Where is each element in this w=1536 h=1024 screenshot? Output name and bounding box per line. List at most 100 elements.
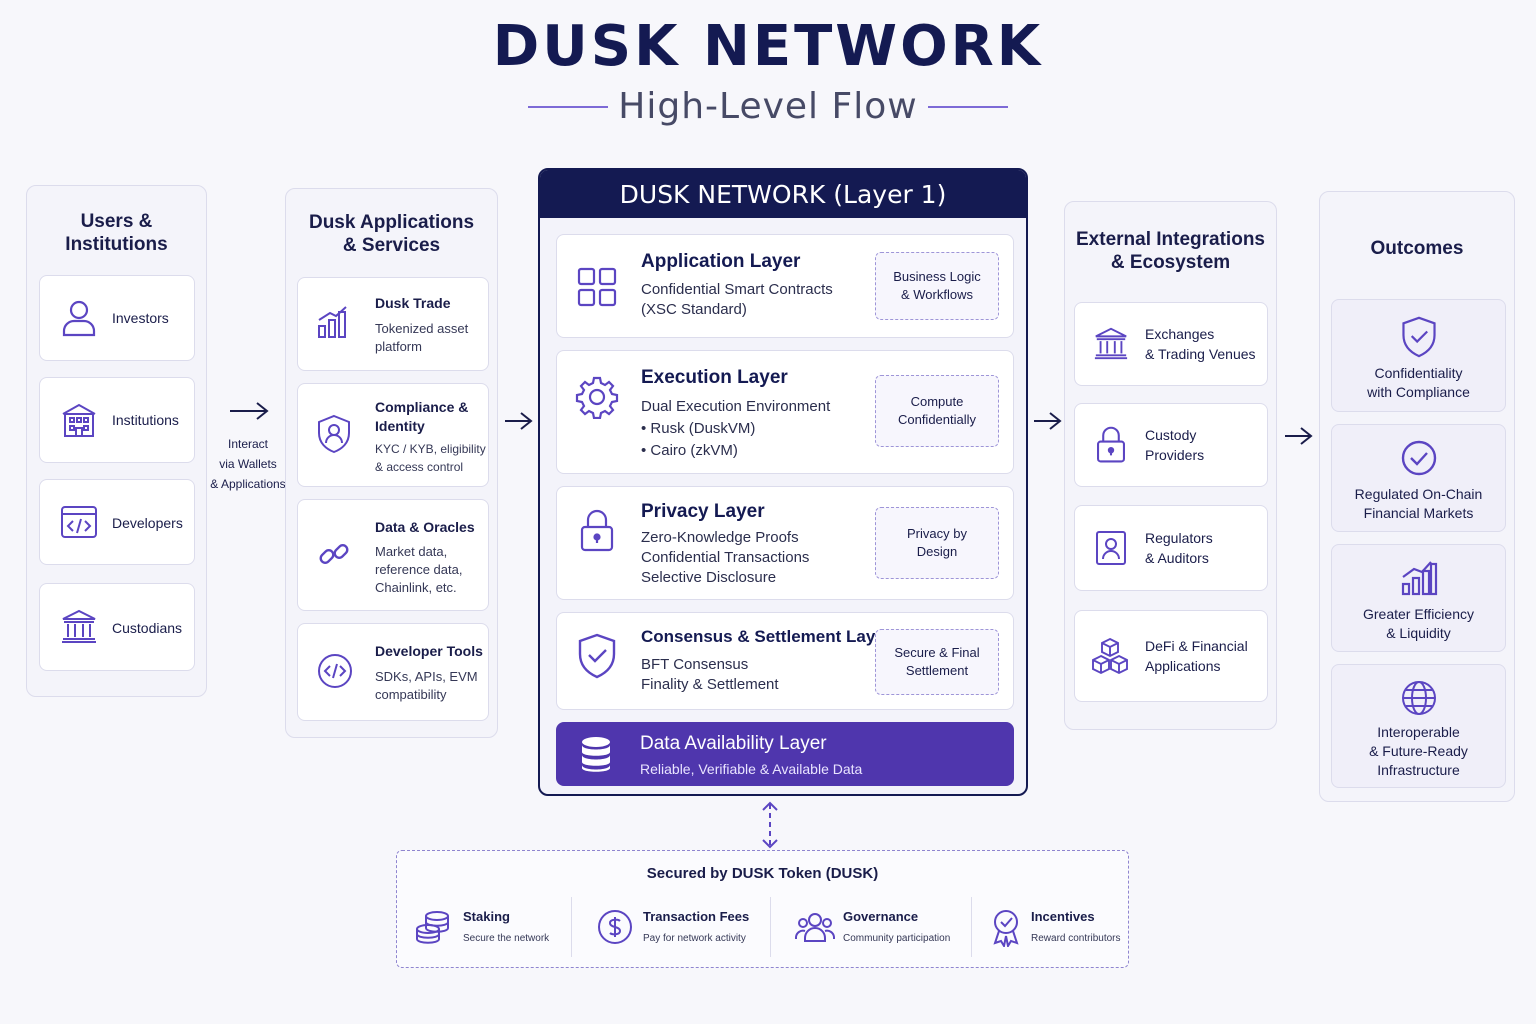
bidirectional-arrow-icon [760,800,780,850]
shield-check-icon [1400,316,1438,358]
outcome-label: Interoperable & Future-Ready Infrastruct… [1369,724,1468,778]
external-card-custody[interactable]: Custody Providers [1074,403,1268,487]
outcome-label: Confidentiality with Compliance [1367,365,1470,400]
page-subtitle: High-Level Flow [618,86,918,127]
layer-execution[interactable]: Execution Layer Dual Execution Environme… [556,350,1014,474]
outcomes-panel-title: Outcomes [1370,238,1464,259]
layer-text: Confidential Smart Contracts (XSC Standa… [641,281,833,318]
user-label: Custodians [112,620,183,636]
outcome-card-efficiency[interactable]: Greater Efficiency & Liquidity [1331,544,1506,652]
outcome-card-regulated[interactable]: Regulated On-Chain Financial Markets [1331,424,1506,532]
outcome-card-confidentiality[interactable]: Confidentiality with Compliance [1331,299,1506,412]
user-card-investors[interactable]: Investors [39,275,195,361]
app-name: Developer Tools [375,643,483,659]
globe-icon [1400,679,1438,717]
bank-icon [60,608,98,644]
external-card-exchanges[interactable]: Exchanges & Trading Venues [1074,302,1268,386]
layer-tag: Privacy by Design [875,507,999,579]
layer-text: BFT Consensus Finality & Settlement [641,656,779,693]
apps-panel: Dusk Applications & Services Dusk Trade … [285,188,498,738]
user-card-custodians[interactable]: Custodians [39,583,195,671]
token-item-fees[interactable]: Transaction Fees Pay for network activit… [597,899,762,959]
dusk-network-panel: DUSK NETWORK (Layer 1) Application Layer… [538,168,1028,796]
subtitle-rule-right [928,106,1008,108]
users-panel: Users & Institutions Investors Instituti… [26,185,207,697]
outcome-label: Greater Efficiency & Liquidity [1362,606,1474,641]
grid-icon [577,267,617,307]
building-icon [60,402,98,438]
layer-tag: Business Logic & Workflows [875,252,999,320]
app-card-dusk-trade[interactable]: Dusk Trade Tokenized asset platform [297,277,489,371]
lock-icon [1095,426,1127,464]
page-title: DUSK NETWORK [492,14,1044,79]
bar-chart-icon [316,304,352,340]
user-card-developers[interactable]: Developers [39,479,195,565]
users-panel-title: Users & Institutions [65,211,168,255]
app-card-developer-tools[interactable]: Developer Tools SDKs, APIs, EVM compatib… [297,623,489,721]
user-label: Institutions [112,412,179,428]
token-item-governance[interactable]: Governance Community participation [795,899,967,959]
token-item-desc: Secure the network [463,933,550,944]
token-panel: Secured by DUSK Token (DUSK) Staking Sec… [396,850,1129,968]
layer-data-availability[interactable]: Data Availability Layer Reliable, Verifi… [556,722,1014,786]
token-item-name: Governance [843,909,919,924]
subtitle-rule-left [528,106,608,108]
layer-name: Privacy Layer [641,501,765,522]
token-item-incentives[interactable]: Incentives Reward contributors [991,899,1127,959]
divider [971,897,972,957]
check-circle-icon [1400,439,1438,477]
arrow-right-icon [1032,410,1062,432]
network-title: DUSK NETWORK (Layer 1) [540,170,1026,218]
layer-tag: Compute Confidentially [875,375,999,447]
outcome-label: Regulated On-Chain Financial Markets [1354,486,1483,521]
apps-panel-title: Dusk Applications & Services [308,212,475,256]
token-item-desc: Pay for network activity [643,933,746,944]
cubes-icon [1091,637,1129,675]
code-circle-icon [316,652,354,690]
link-icon [316,536,352,572]
app-card-data-oracles[interactable]: Data & Oracles Market data, reference da… [297,499,489,611]
user-card-institutions[interactable]: Institutions [39,377,195,463]
data-layer-name: Data Availability Layer [640,733,827,754]
app-name: Compliance & Identity [375,399,469,434]
shield-user-icon [316,414,352,454]
award-icon [991,909,1021,947]
layer-name: Application Layer [641,251,801,272]
app-desc: KYC / KYB, eligibility & access control [375,442,486,474]
layer-privacy[interactable]: Privacy Layer Zero-Knowledge Proofs Conf… [556,486,1014,600]
app-name: Data & Oracles [375,519,475,535]
code-window-icon [60,504,98,540]
external-panel-title: External Integrations & Ecosystem [1076,229,1265,273]
external-panel: External Integrations & Ecosystem Exchan… [1064,201,1277,730]
external-label: Exchanges & Trading Venues [1145,326,1256,362]
divider [770,897,771,957]
user-label: Investors [112,310,169,326]
external-card-defi[interactable]: DeFi & Financial Applications [1074,610,1268,702]
coins-icon [415,909,451,945]
group-icon [795,911,835,943]
person-icon [60,298,98,338]
dollar-circle-icon [597,909,633,945]
lock-icon [579,509,615,553]
token-item-staking[interactable]: Staking Secure the network [415,899,565,959]
user-label: Developers [112,515,183,531]
growth-chart-icon [1400,559,1438,597]
arrow-right-icon [1283,425,1313,447]
outcome-card-interoperable[interactable]: Interoperable & Future-Ready Infrastruct… [1331,664,1506,788]
app-desc: Market data, reference data, Chainlink, … [375,544,463,595]
token-item-name: Transaction Fees [643,909,750,924]
app-desc: Tokenized asset platform [375,321,469,354]
layer-text: Zero-Knowledge Proofs Confidential Trans… [641,529,810,586]
outcomes-panel: Outcomes Confidentiality with Compliance… [1319,191,1515,802]
external-card-regulators[interactable]: Regulators & Auditors [1074,505,1268,591]
layer-consensus[interactable]: Consensus & Settlement Layer BFT Consens… [556,612,1014,710]
app-name: Dusk Trade [375,295,451,311]
layer-tag: Secure & Final Settlement [875,629,999,695]
shield-check-icon [577,633,617,679]
arrow-right-icon [228,400,270,422]
token-title: Secured by DUSK Token (DUSK) [646,865,879,882]
bank-icon [1093,325,1129,361]
layer-text: Dual Execution Environment • Rusk (DuskV… [641,398,831,459]
layer-application[interactable]: Application Layer Confidential Smart Con… [556,234,1014,338]
app-card-compliance[interactable]: Compliance & Identity KYC / KYB, eligibi… [297,383,489,487]
